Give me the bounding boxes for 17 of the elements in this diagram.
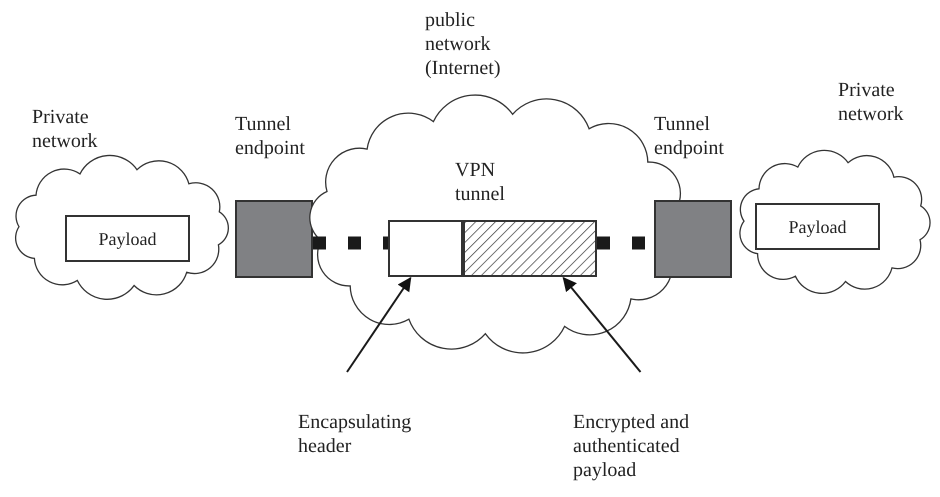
- network-label: Private network: [32, 105, 99, 153]
- annotation-text: Encrypted and authenticated payload: [573, 410, 690, 482]
- payload-box: [65, 215, 190, 262]
- network-label: Private network: [838, 78, 905, 126]
- payload-box: [755, 203, 880, 250]
- encrypted-payload-box: [463, 220, 597, 277]
- payload-label: Payload: [98, 228, 156, 250]
- arrow: [562, 276, 642, 373]
- header-box: [388, 220, 463, 277]
- network-label: public network (Internet): [425, 8, 502, 80]
- payload-label: Payload: [788, 216, 846, 238]
- tunnel-label: VPN tunnel: [455, 158, 506, 206]
- arrow: [346, 276, 412, 373]
- endpoint-label: Tunnel endpoint: [235, 112, 306, 160]
- annotation-text: Encapsulating header: [298, 410, 412, 458]
- endpoint-label: Tunnel endpoint: [654, 112, 725, 160]
- tunnel-link: [313, 236, 388, 250]
